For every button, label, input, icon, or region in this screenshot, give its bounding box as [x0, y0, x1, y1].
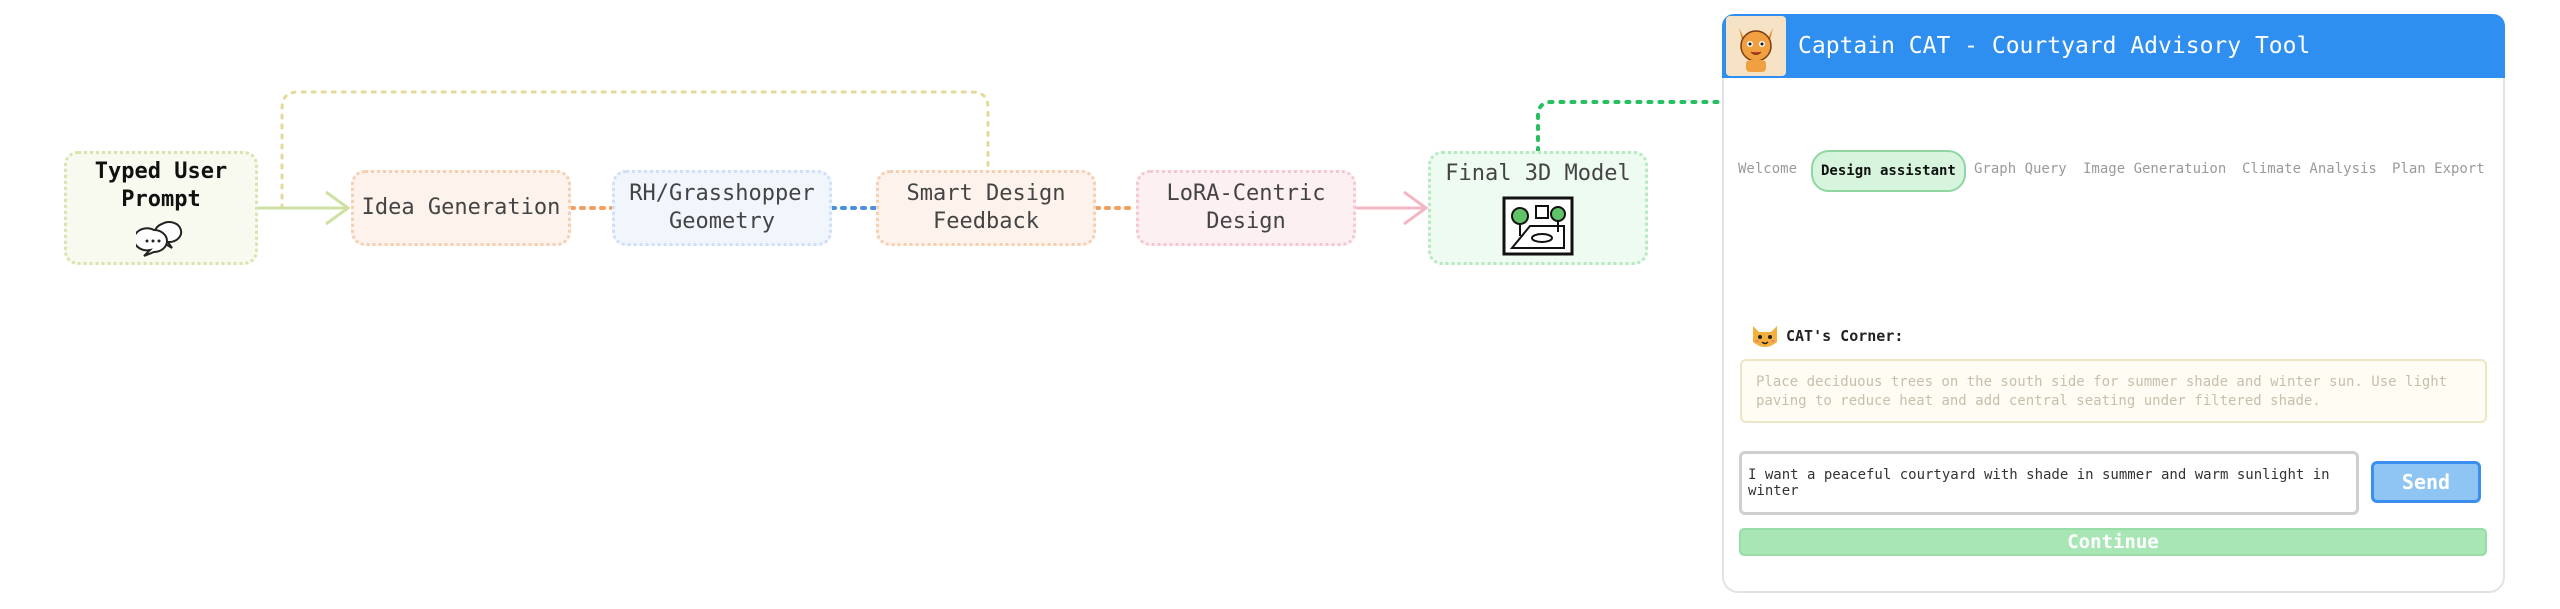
- tab-design-assistant[interactable]: Design assistant: [1811, 150, 1966, 192]
- cats-corner: CAT's Corner:: [1750, 322, 1903, 350]
- prompt-to-idea-arrow: [258, 190, 351, 226]
- smart-design-feedback-node: Smart Design Feedback: [876, 170, 1096, 246]
- cat-avatar: [1726, 16, 1786, 76]
- panel-header: Captain CAT - Courtyard Advisory Tool: [1722, 14, 2505, 78]
- tab-plan-export[interactable]: Plan Export: [2392, 161, 2485, 177]
- chat-bubbles-icon: [136, 221, 183, 257]
- cat-face-icon: [1753, 326, 1777, 347]
- continue-button[interactable]: Continue: [1739, 528, 2487, 556]
- idea-generation-node: Idea Generation: [351, 170, 571, 246]
- cats-corner-label: CAT's Corner:: [1786, 327, 1904, 345]
- lora-centric-design-label: LoRA-Centric Design: [1166, 181, 1326, 234]
- tab-climate-analysis[interactable]: Climate Analysis: [2242, 161, 2377, 177]
- tab-graph-query[interactable]: Graph Query: [1974, 161, 2067, 177]
- rh-grasshopper-node: RH/Grasshopper Geometry: [612, 170, 832, 246]
- cat-mascot-icon: [1739, 28, 1773, 72]
- courtyard-model-icon: [1502, 196, 1574, 256]
- idea-generation-label: Idea Generation: [361, 195, 561, 220]
- tab-image-generation[interactable]: Image Generatuion: [2083, 161, 2227, 177]
- typed-user-prompt-label: Typed User Prompt: [94, 159, 228, 212]
- smart-design-feedback-label: Smart Design Feedback: [906, 181, 1066, 234]
- final-3d-model-node: Final 3D Model: [1428, 151, 1648, 265]
- lora-centric-design-node: LoRA-Centric Design: [1136, 170, 1356, 246]
- chat-input[interactable]: I want a peaceful courtyard with shade i…: [1739, 451, 2359, 515]
- send-button[interactable]: Send: [2371, 461, 2481, 503]
- typed-user-prompt-node: Typed User Prompt: [64, 151, 258, 265]
- final-3d-model-label: Final 3D Model: [1445, 161, 1631, 186]
- design-suggestion-box: Place deciduous trees on the south side …: [1740, 359, 2487, 423]
- tab-welcome[interactable]: Welcome: [1738, 161, 1798, 177]
- panel-title: Captain CAT - Courtyard Advisory Tool: [1798, 33, 2311, 59]
- lora-to-final-arrow: [1356, 190, 1429, 226]
- feedback-loop-connector: [280, 90, 990, 210]
- rh-grasshopper-label: RH/Grasshopper Geometry: [629, 181, 815, 234]
